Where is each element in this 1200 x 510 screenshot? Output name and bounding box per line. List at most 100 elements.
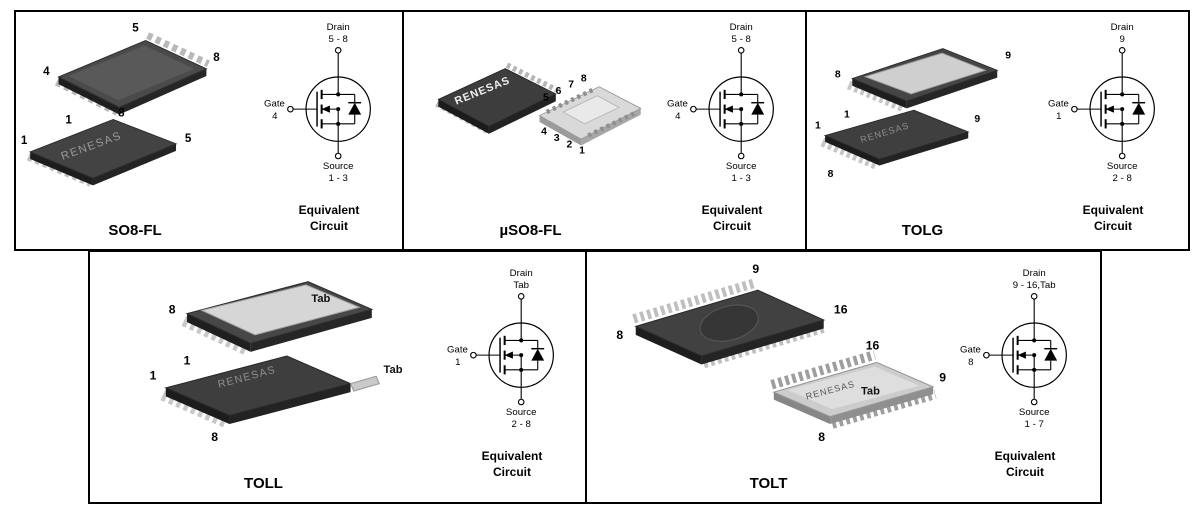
equivalent-circuit-toll: Drain Tab <box>437 252 587 502</box>
equivalent-circuit-tolg: Drain 9 <box>1038 12 1188 249</box>
pin-label: 8 <box>211 430 218 444</box>
pin-label: 4 <box>541 127 547 138</box>
panel-tolt: RENESAS 9 16 8 16 9 Tab 8 TOLT Drain 9 -… <box>585 250 1102 504</box>
source-pins: 2 - 8 <box>1113 173 1132 184</box>
pin-label: 1 <box>21 134 28 147</box>
tolt-top-view <box>632 278 828 369</box>
pin-label: 4 <box>43 65 50 78</box>
pin-label: 9 <box>974 114 980 125</box>
package-name: SO8-FL <box>108 222 162 239</box>
package-name: TOLL <box>244 475 283 492</box>
equivalent-circuit-caption: Equivalent Circuit <box>994 449 1056 479</box>
pin-label: 1 <box>844 109 850 120</box>
source-label: Source <box>726 161 757 172</box>
gate-label: Gate <box>667 98 688 109</box>
pin-label: 2 <box>566 139 572 150</box>
source-label: Source <box>1107 161 1138 172</box>
so8fl-bottom-view: RENESAS <box>26 118 178 187</box>
pin-label: 16 <box>834 303 848 317</box>
pin-label: 1 <box>184 354 191 368</box>
mosfet-circuit-diagram: Drain 5 - 8 <box>667 22 774 184</box>
pin-label: 16 <box>866 339 880 353</box>
drain-label: Drain <box>1111 22 1134 33</box>
pin-label: 1 <box>815 120 821 131</box>
tolg-package-illustration: RENESAS 8 9 1 1 9 8 <box>815 48 1011 180</box>
drain-label: Drain <box>327 22 350 33</box>
drain-pins: 5 - 8 <box>732 34 751 45</box>
pin-label: 9 <box>1005 51 1011 62</box>
pin-label: 8 <box>118 106 125 119</box>
pin-label: 8 <box>213 51 220 64</box>
toll-top-view <box>181 281 374 356</box>
package-area-tolg: RENESAS 8 9 1 1 9 8 TOLG <box>807 12 1038 249</box>
pin-label: 9 <box>939 371 946 385</box>
source-pins: 1 - 3 <box>732 173 751 184</box>
mosfet-symbol <box>1071 47 1155 160</box>
equivalent-circuit-so8fl: Drain 5 - 8 <box>254 12 404 249</box>
tab-label: Tab <box>861 385 880 397</box>
tolt-package-illustration: RENESAS 9 16 8 16 9 Tab 8 <box>616 262 946 444</box>
mosfet-symbol <box>983 293 1067 406</box>
tolt-tab-view: RENESAS <box>770 350 937 429</box>
pin-label: 8 <box>828 169 834 180</box>
drain-pins: Tab <box>513 280 529 291</box>
tolg-bottom-view: RENESAS <box>820 109 970 170</box>
gate-pin: 8 <box>968 357 973 368</box>
pin-label: 9 <box>752 262 759 276</box>
drain-pins: 9 <box>1120 34 1125 45</box>
mosfet-circuit-diagram: Drain 9 - 16,Tab <box>960 268 1067 430</box>
panel-toll: RENESAS Tab 8 1 1 Tab 8 TOLL Drain Tab <box>88 250 589 504</box>
pin-label: 1 <box>150 368 157 382</box>
uso8fl-top-view: RENESAS <box>435 62 559 134</box>
pin-label: 3 <box>554 133 560 144</box>
tab-label: Tab <box>311 293 330 305</box>
tab-label: Tab <box>384 364 403 376</box>
panel-uso8fl: RENESAS 5 6 7 8 4 3 2 1 µSO8-FL Drain 5 … <box>402 10 809 251</box>
equivalent-circuit-caption: Equivalent Circuit <box>298 203 360 233</box>
pin-label: 8 <box>835 70 841 81</box>
drain-pins: 5 - 8 <box>329 34 348 45</box>
mosfet-symbol <box>690 47 774 160</box>
pin-label: 5 <box>185 132 192 145</box>
package-name: TOLG <box>901 222 944 239</box>
gate-label: Gate <box>264 98 285 109</box>
pin-label: 8 <box>169 303 176 317</box>
source-pins: 1 - 3 <box>329 173 348 184</box>
package-area-tolt: RENESAS 9 16 8 16 9 Tab 8 TOLT <box>587 252 950 502</box>
toll-bottom-view: RENESAS <box>160 355 380 428</box>
equivalent-circuit-caption: Equivalent Circuit <box>481 449 543 479</box>
pin-label: 1 <box>579 146 585 157</box>
equivalent-circuit-caption: Equivalent Circuit <box>701 203 763 233</box>
package-name: µSO8-FL <box>499 222 562 239</box>
drain-label: Drain <box>730 22 753 33</box>
gate-pin: 1 <box>455 357 460 368</box>
source-pins: 1 - 7 <box>1025 419 1044 430</box>
package-name: TOLT <box>749 475 788 492</box>
mosfet-symbol <box>470 293 554 406</box>
source-label: Source <box>323 161 354 172</box>
uso8fl-bottom-view <box>538 86 642 146</box>
source-label: Source <box>1019 407 1050 418</box>
drain-label: Drain <box>1023 268 1046 279</box>
gate-pin: 4 <box>675 111 681 122</box>
package-area-toll: RENESAS Tab 8 1 1 Tab 8 TOLL <box>90 252 437 502</box>
equivalent-circuit-caption: Equivalent Circuit <box>1082 203 1144 233</box>
pin-label: 8 <box>581 73 587 84</box>
panel-so8fl: RENESAS 5 8 4 1 1 8 5 SO8-FL Drain 5 - 8 <box>14 10 406 251</box>
tolg-top-view <box>846 48 999 112</box>
equivalent-circuit-uso8fl: Drain 5 - 8 <box>657 12 807 249</box>
source-label: Source <box>506 407 537 418</box>
toll-package-illustration: RENESAS Tab 8 1 1 Tab 8 <box>150 281 403 444</box>
equivalent-circuit-tolt: Drain 9 - 16,Tab <box>950 252 1100 502</box>
uso8fl-package-illustration: RENESAS 5 6 7 8 4 3 2 1 <box>435 62 642 157</box>
pin-label: 6 <box>556 86 562 97</box>
package-area-so8fl: RENESAS 5 8 4 1 1 8 5 SO8-FL <box>16 12 254 249</box>
mosfet-symbol <box>287 47 371 160</box>
mosfet-circuit-diagram: Drain Tab <box>447 268 554 430</box>
pin-label: 7 <box>568 80 574 91</box>
pin-label: 5 <box>543 92 549 103</box>
pin-label: 5 <box>132 21 139 34</box>
gate-label: Gate <box>1048 98 1069 109</box>
mosfet-circuit-diagram: Drain 5 - 8 <box>264 22 371 184</box>
